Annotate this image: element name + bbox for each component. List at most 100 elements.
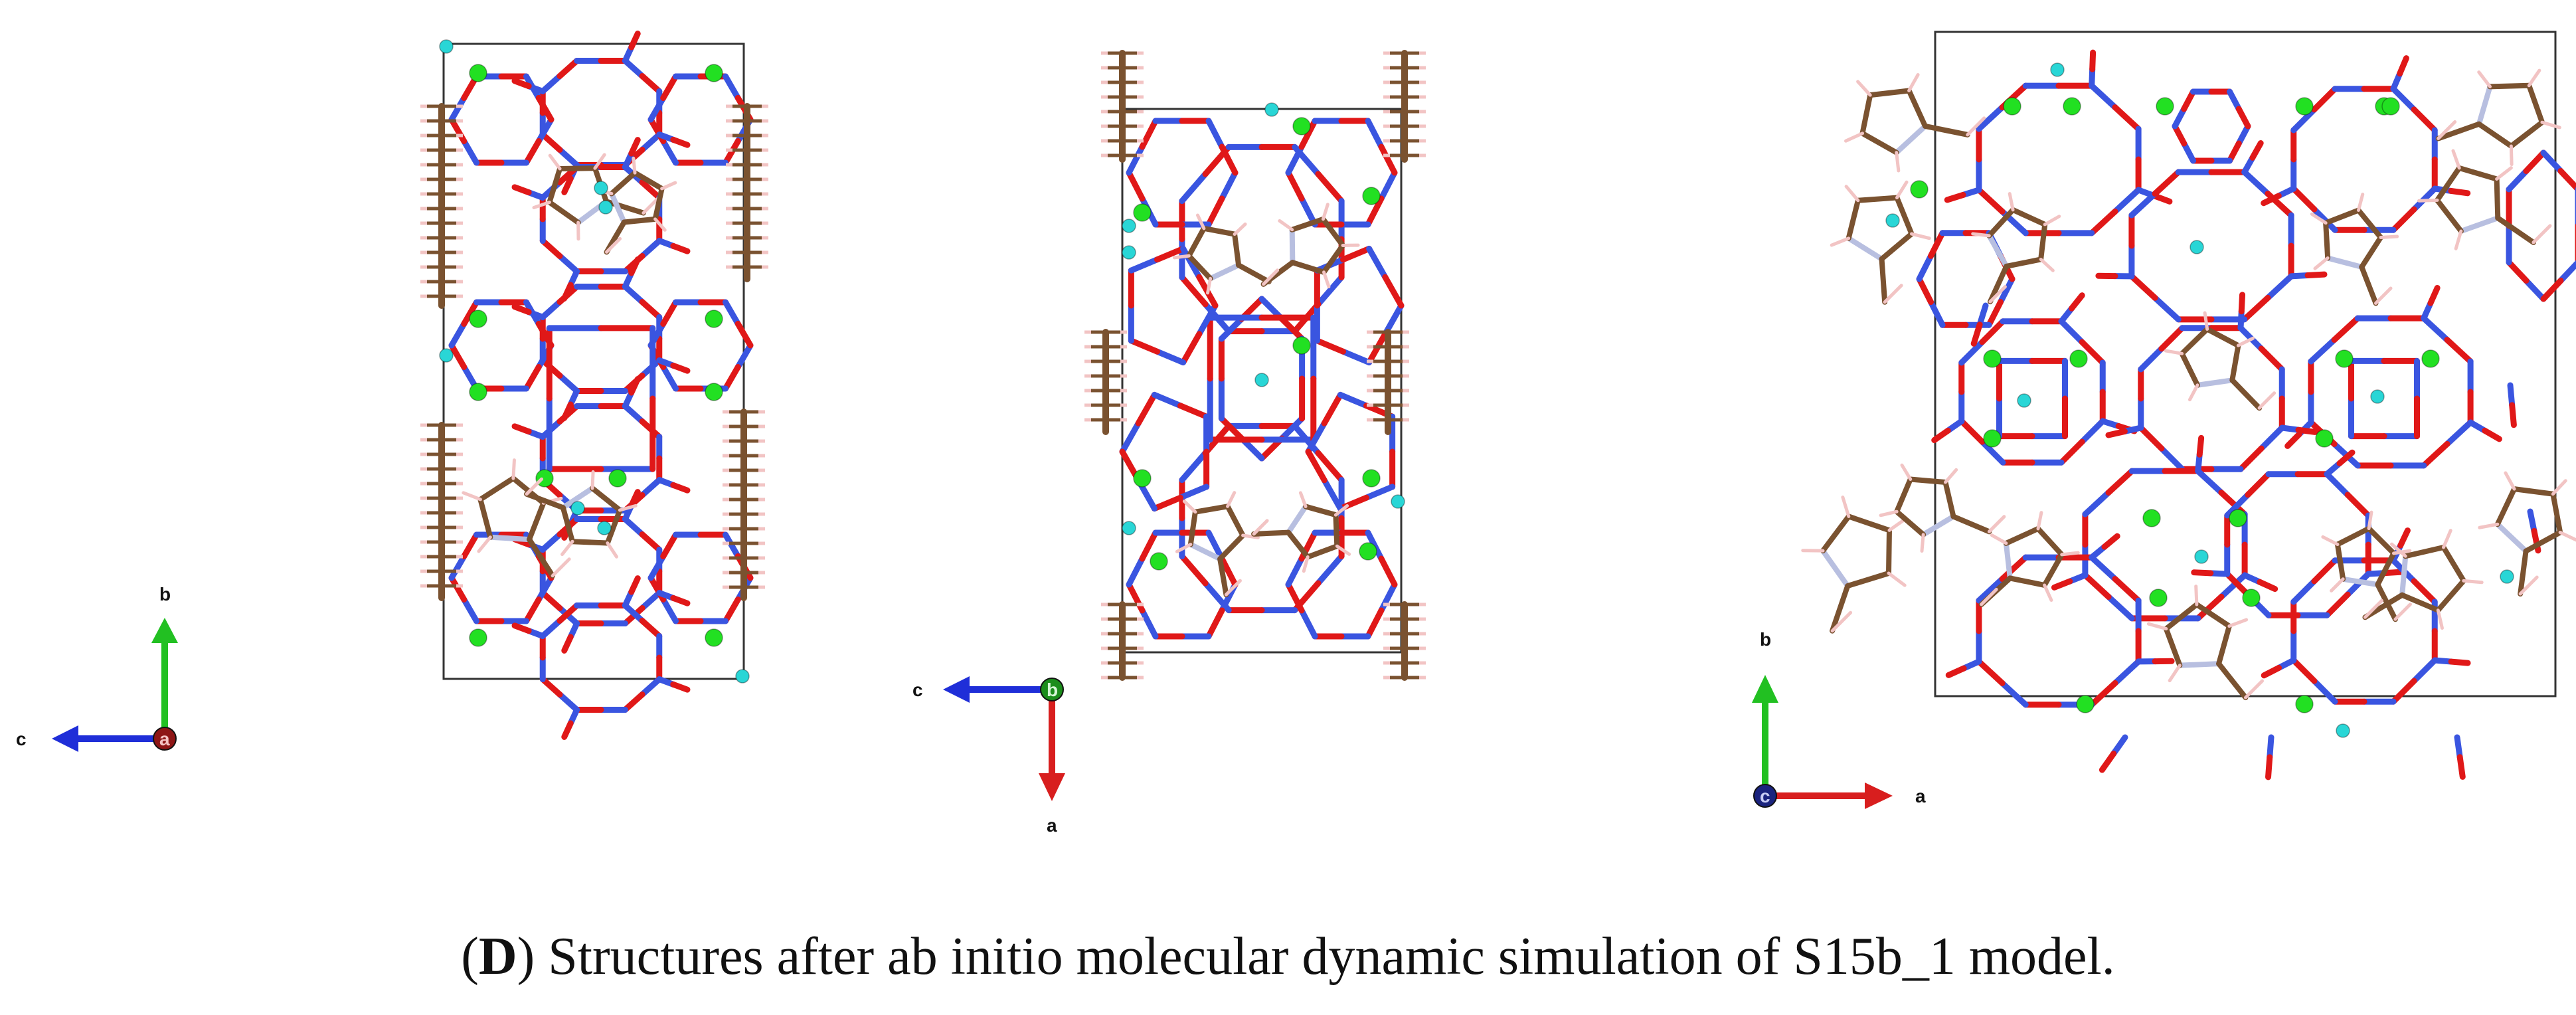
hydrogen-bond-stub bbox=[1887, 517, 1908, 532]
framework-bond bbox=[622, 403, 645, 424]
framework-bond bbox=[2454, 734, 2463, 761]
framework-bond bbox=[1382, 274, 1405, 309]
axis-a-arrowhead bbox=[1865, 783, 1893, 809]
framework-bond bbox=[1970, 322, 1983, 347]
framework-bond bbox=[2290, 578, 2318, 605]
organic-bond bbox=[1906, 88, 1929, 129]
organic-bond bbox=[2007, 575, 2047, 588]
framework-bond bbox=[670, 362, 691, 374]
structure-view-ab bbox=[1801, 31, 2576, 781]
hydrogen-bond-stub bbox=[1988, 285, 2007, 304]
organic-bond bbox=[2340, 576, 2381, 588]
framework-bond bbox=[670, 595, 691, 606]
framework-bond bbox=[2557, 260, 2576, 284]
hydrogen-bond-stub bbox=[2540, 120, 2561, 130]
framework-bond bbox=[2295, 426, 2318, 435]
organic-bond bbox=[1251, 529, 1292, 537]
heteroatom bbox=[608, 469, 627, 488]
framework-bond bbox=[1219, 169, 1239, 202]
ion-atom bbox=[2500, 569, 2514, 584]
framework-bond bbox=[2344, 571, 2371, 598]
framework-bond bbox=[639, 298, 663, 320]
framework-bond bbox=[1378, 143, 1398, 176]
heteroatom bbox=[2076, 695, 2095, 713]
ion-atom bbox=[1254, 373, 1269, 387]
heteroatom bbox=[705, 383, 723, 401]
organic-bond bbox=[1289, 216, 1326, 232]
framework-bond bbox=[1177, 484, 1210, 501]
framework-bond bbox=[1365, 118, 1385, 150]
framework-bond bbox=[1365, 607, 1385, 640]
framework-bond bbox=[1315, 274, 1345, 308]
framework-bond bbox=[1285, 169, 1305, 202]
framework-network bbox=[1119, 117, 1405, 640]
framework-bond bbox=[539, 590, 563, 612]
framework-bond bbox=[557, 692, 580, 713]
framework-bond bbox=[1976, 187, 2006, 215]
framework-bond bbox=[535, 95, 555, 123]
framework-bond bbox=[723, 596, 741, 624]
framework-bond bbox=[2058, 438, 2085, 466]
axis-b-dot bbox=[1040, 678, 1064, 701]
organic-bond bbox=[2035, 525, 2065, 557]
heteroatom bbox=[1362, 469, 1381, 488]
organic-bond bbox=[2487, 82, 2532, 90]
hydrogen-bond-stub bbox=[1335, 544, 1351, 556]
organic-bond bbox=[2512, 486, 2556, 497]
ion-atom bbox=[598, 200, 613, 215]
framework-bond bbox=[660, 138, 679, 166]
hydrogen-bond-stub bbox=[1879, 509, 1899, 517]
framework-bond bbox=[2448, 658, 2471, 666]
framework-bond bbox=[2152, 169, 2182, 197]
ion-atom bbox=[570, 501, 585, 515]
framework-bond bbox=[628, 489, 641, 509]
hydrogen-bond-stub bbox=[2188, 383, 2199, 402]
framework-bond bbox=[734, 321, 754, 349]
framework-bond bbox=[2235, 123, 2251, 147]
framework-bond bbox=[628, 376, 641, 396]
framework-bond bbox=[660, 299, 679, 327]
organic-bond bbox=[2523, 529, 2563, 554]
framework-bond bbox=[2324, 471, 2351, 498]
framework-bond bbox=[2390, 86, 2417, 113]
organic-bond bbox=[1942, 479, 1956, 519]
ion-atom bbox=[1122, 521, 1136, 535]
framework-bond bbox=[2311, 86, 2338, 113]
framework-bond bbox=[628, 575, 641, 595]
hydrogen-bond-stub bbox=[1910, 232, 1931, 240]
hydrogen-bond-stub bbox=[642, 196, 660, 215]
hydrogen-bond-stub bbox=[2146, 622, 2168, 631]
organic-bond bbox=[2494, 521, 2529, 554]
heteroatom bbox=[469, 383, 487, 401]
framework-bond bbox=[2290, 657, 2318, 684]
heteroatom bbox=[1910, 180, 1929, 199]
framework-bond bbox=[511, 78, 532, 90]
framework-bond bbox=[1321, 391, 1343, 426]
hydrogen-bond-stub bbox=[1980, 587, 1998, 606]
framework-bond bbox=[1126, 581, 1146, 614]
framework-bond bbox=[2311, 678, 2338, 705]
framework-bond bbox=[2336, 449, 2356, 466]
organic-bond bbox=[2334, 525, 2372, 547]
framework-bond bbox=[723, 531, 741, 560]
hydrogen-bond-stub bbox=[605, 236, 622, 254]
organic-bond bbox=[527, 537, 556, 579]
framework-bond bbox=[1976, 104, 2006, 132]
ion-atom bbox=[735, 669, 750, 684]
framework-bond bbox=[639, 531, 663, 553]
framework-bond bbox=[639, 676, 663, 698]
organic-bond bbox=[557, 165, 598, 171]
framework-bond bbox=[511, 304, 532, 316]
hydrogen-bond-stub bbox=[2227, 618, 2249, 628]
framework-bond bbox=[2128, 191, 2158, 219]
hydrogen-bond-stub bbox=[1298, 491, 1308, 509]
hydrogen-bond-stub bbox=[2436, 608, 2444, 630]
framework-bond bbox=[1218, 415, 1245, 442]
framework-bond bbox=[1196, 302, 1219, 337]
framework-bond bbox=[1976, 302, 1989, 328]
framework-bond bbox=[1998, 276, 2016, 306]
framework-bond bbox=[539, 531, 563, 553]
framework-bond bbox=[448, 116, 468, 144]
framework-bond bbox=[557, 57, 580, 79]
organic-bond bbox=[632, 170, 665, 191]
